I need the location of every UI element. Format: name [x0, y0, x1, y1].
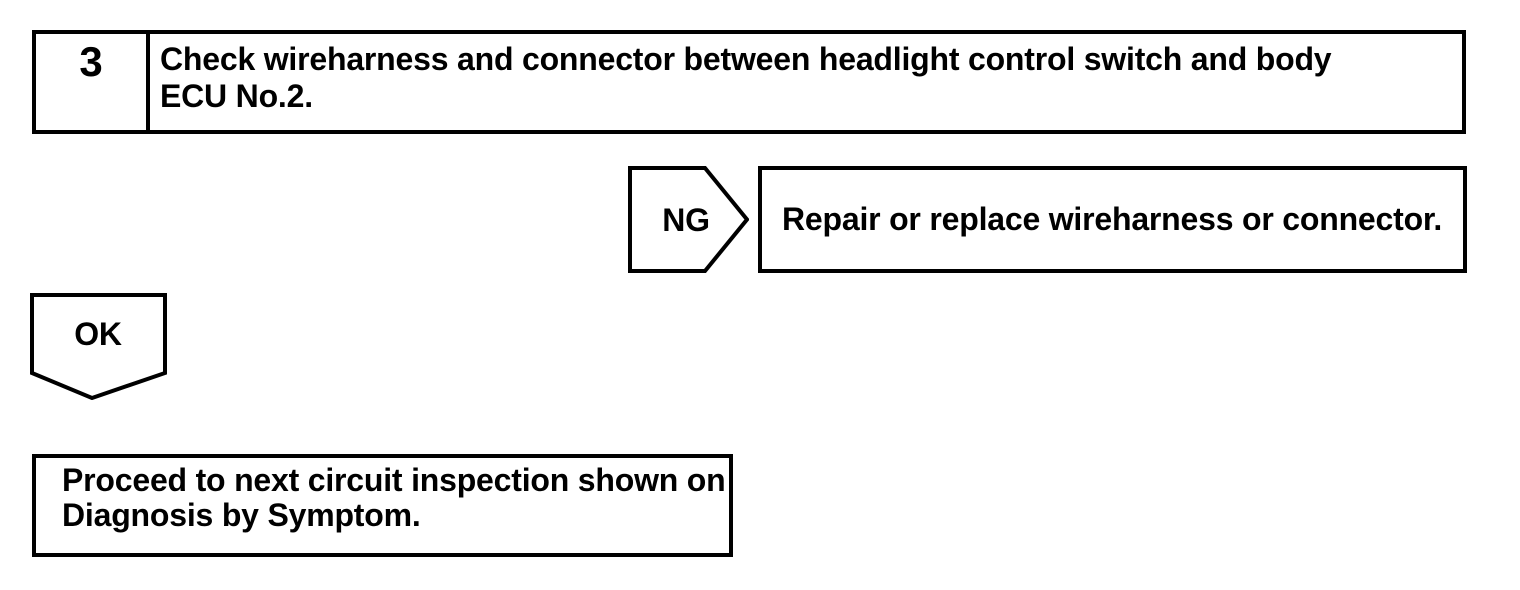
ok-arrow-shape: OK — [30, 293, 167, 400]
ng-result-text: Repair or replace wireharness or connect… — [782, 201, 1443, 237]
step-instruction-line-2: ECU No.2. — [160, 78, 313, 114]
step-instruction-line-1: Check wireharness and connector between … — [160, 41, 1332, 77]
ok-result-line-1: Proceed to next circuit inspection shown… — [62, 462, 726, 498]
ok-result-line-2: Diagnosis by Symptom. — [62, 497, 421, 533]
ng-pentagon-outline — [628, 166, 749, 273]
step-number: 3 — [36, 34, 150, 130]
ng-result-box: Repair or replace wireharness or connect… — [758, 166, 1467, 273]
ok-arrow-label: OK — [74, 316, 122, 352]
ng-arrow-label: NG — [662, 202, 710, 238]
ok-result-box: Proceed to next circuit inspection shown… — [32, 454, 733, 557]
step-box: 3 Check wireharness and connector betwee… — [32, 30, 1466, 134]
step-instruction: Check wireharness and connector between … — [150, 34, 1347, 130]
ok-pentagon-outline — [30, 293, 167, 400]
ng-arrow-shape: NG — [628, 166, 749, 273]
